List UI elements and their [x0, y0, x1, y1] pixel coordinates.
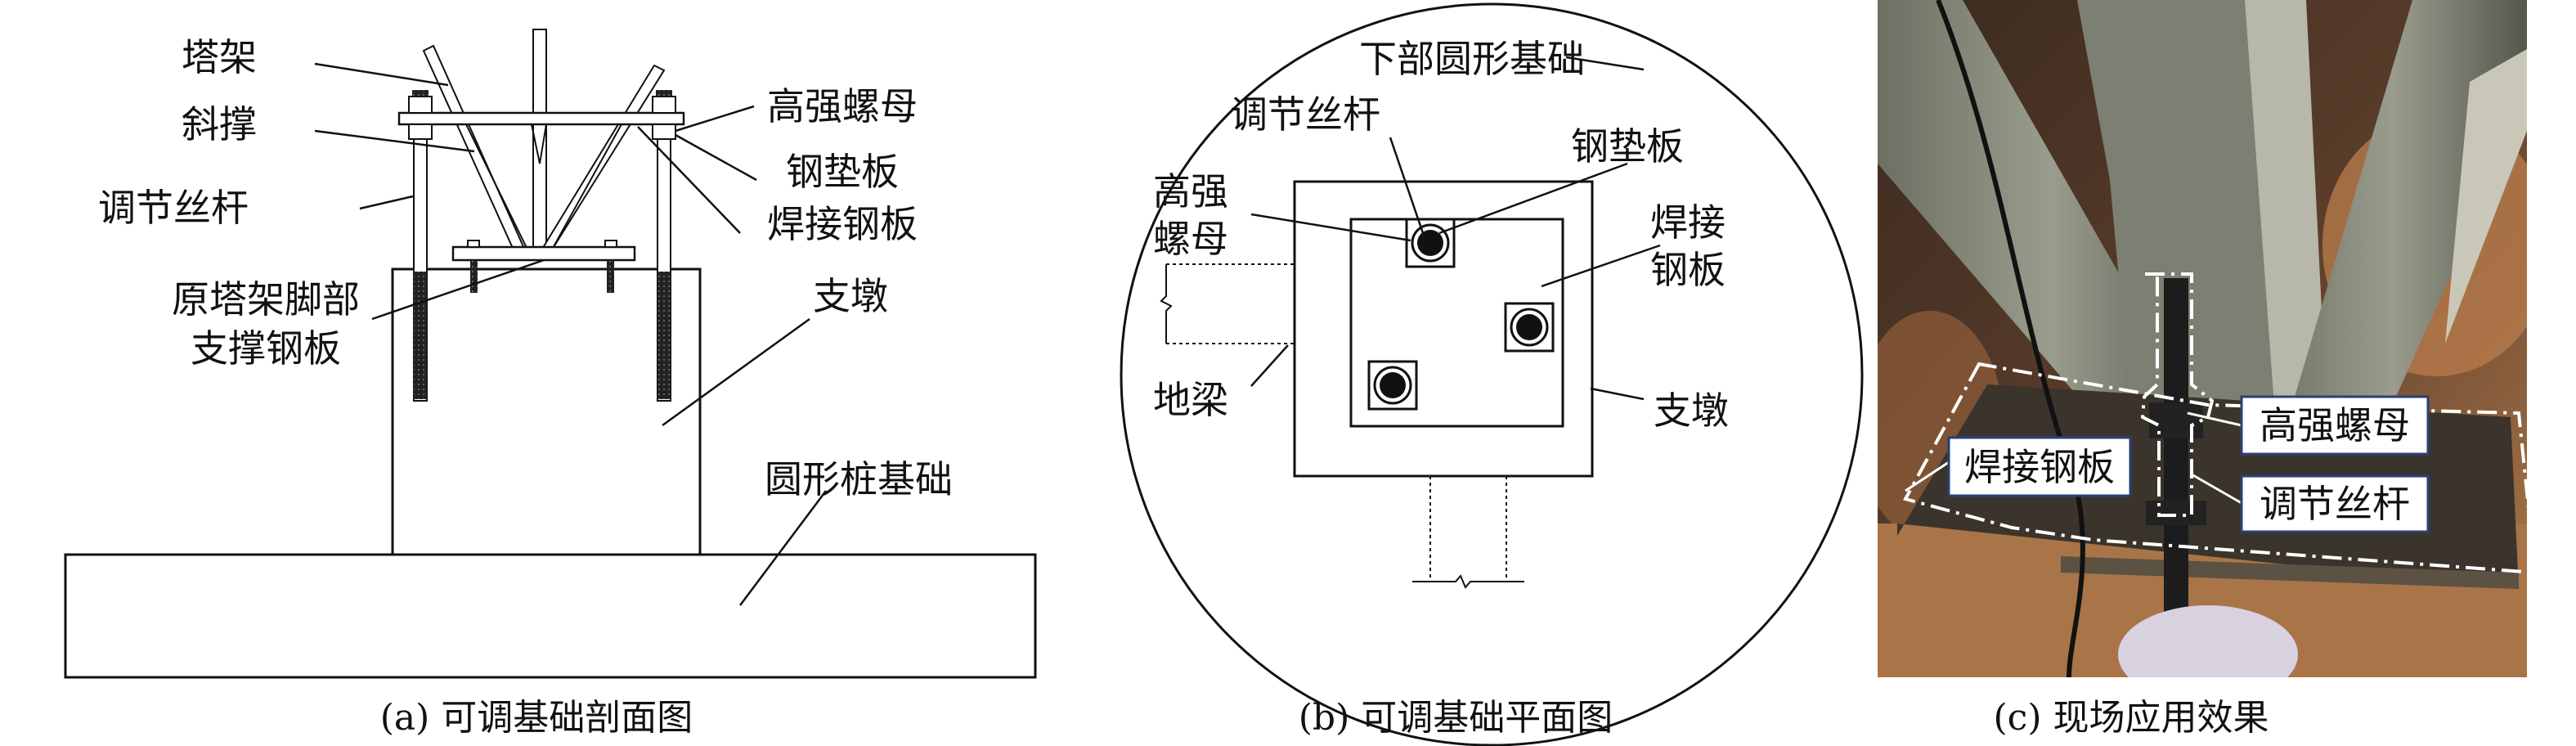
label-pile-foundation: 圆形桩基础	[765, 457, 953, 501]
caption-b: (b) 可调基础平面图	[1299, 697, 1613, 739]
pier	[391, 267, 702, 556]
photo-label-nut: 高强螺母	[2240, 395, 2430, 456]
nut-bottom-left	[408, 124, 433, 140]
label-weld-plate: 焊接钢板	[767, 202, 918, 246]
label-pier: 支墩	[813, 274, 888, 318]
label-tower: 塔架	[182, 35, 257, 79]
pile-foundation	[64, 553, 1037, 679]
photo-label-adjust-rod: 调节丝杆	[2240, 474, 2430, 533]
caption-a: (a) 可调基础剖面图	[380, 697, 693, 739]
label-nut: 高强螺母	[767, 84, 918, 128]
label-weld-line1: 焊接	[1650, 200, 1726, 245]
label-adjust-rod: 调节丝杆	[98, 186, 249, 230]
label-adjust-rod: 调节丝杆	[1230, 92, 1380, 137]
svg-text:高强螺母: 高强螺母	[2260, 403, 2410, 447]
svg-text:调节丝杆: 调节丝杆	[2260, 482, 2410, 526]
nut-bottom-right	[652, 124, 676, 140]
label-nut-line1: 高强	[1153, 169, 1228, 213]
panel-b-plan-view: 下部圆形基础 调节丝杆 钢垫板 高强 螺母 焊接 钢板 地梁 支墩 (b) 可调…	[1120, 2, 1864, 746]
bolt-2	[1504, 302, 1555, 353]
tower-leg-left	[422, 44, 527, 255]
nut-top-right	[652, 96, 676, 114]
panel-a-section-view: 塔架 斜撑 调节丝杆 原塔架脚部 支撑钢板 高强螺母 钢垫板 焊接钢板 支墩 圆…	[64, 29, 1037, 739]
caption-c: (c) 现场应用效果	[1994, 697, 2269, 739]
bolt-1	[1405, 218, 1456, 268]
rod-embedded-left	[414, 272, 427, 399]
label-original-plate-line2: 支撑钢板	[191, 326, 341, 371]
label-nut-line2: 螺母	[1153, 217, 1228, 261]
rod-embedded-right	[657, 272, 671, 399]
photo-label-weld-plate: 焊接钢板	[1947, 436, 2132, 497]
weld-plate	[397, 111, 685, 126]
ground-beam-break	[1160, 264, 1173, 344]
label-weld-line2: 钢板	[1650, 248, 1726, 292]
panel-c-site-photo: 焊接钢板 高强螺母 调节丝杆 (c) 现场应用效果	[1878, 0, 2527, 739]
label-circular-foundation: 下部圆形基础	[1359, 37, 1585, 81]
label-original-plate-line1: 原塔架脚部	[172, 277, 360, 321]
label-washer: 钢垫板	[786, 150, 899, 194]
label-ground-beam: 地梁	[1153, 378, 1228, 422]
bolt-3	[1367, 360, 1418, 411]
label-washer: 钢垫板	[1571, 124, 1684, 169]
original-support-plate	[451, 245, 636, 262]
svg-text:焊接钢板: 焊接钢板	[1964, 445, 2115, 489]
nut-top-left	[408, 96, 433, 114]
site-photo	[1878, 0, 2527, 677]
label-pier: 支墩	[1654, 389, 1729, 433]
label-brace: 斜撑	[182, 102, 257, 146]
